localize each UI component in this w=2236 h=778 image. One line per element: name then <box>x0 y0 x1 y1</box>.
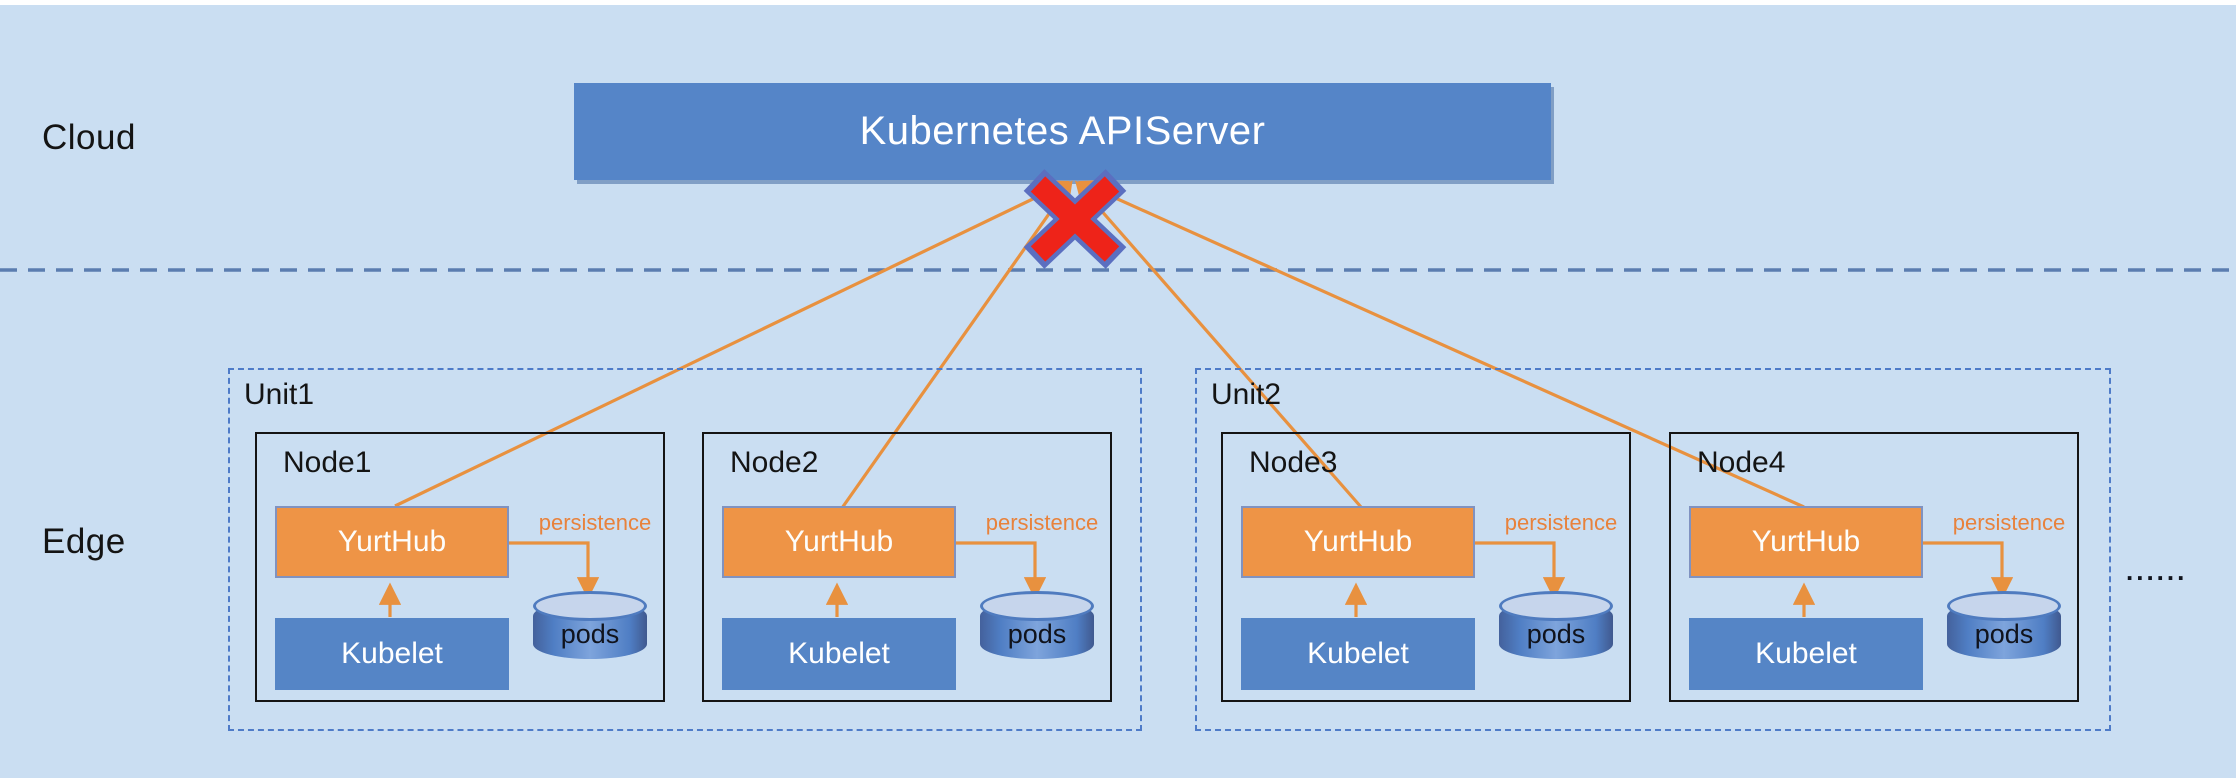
pods-label: pods <box>1007 619 1067 649</box>
yurthub-box: YurtHub <box>1241 506 1475 578</box>
pods-label: pods <box>560 619 620 649</box>
pods-cylinder: pods <box>533 591 647 661</box>
edge-region-label: Edge <box>42 522 126 561</box>
yurthub-label: YurtHub <box>1751 525 1861 558</box>
pods-cylinder: pods <box>1499 591 1613 661</box>
pods-cylinder: pods <box>1947 591 2061 661</box>
yurthub-label: YurtHub <box>784 525 894 558</box>
kubelet-box: Kubelet <box>1241 618 1475 690</box>
kubelet-box: Kubelet <box>722 618 956 690</box>
persistence-label: persistence <box>1504 510 1618 535</box>
node3-box: Node3 YurtHub persistence Kubelet pods <box>1221 432 1631 702</box>
cloud-region-label: Cloud <box>42 118 136 157</box>
unit2-label: Unit2 <box>1211 378 1282 411</box>
pods-label: pods <box>1974 619 2034 649</box>
kubelet-label: Kubelet <box>1307 637 1409 670</box>
pods-cylinder-top <box>1499 591 1613 621</box>
kubelet-label: Kubelet <box>788 637 890 670</box>
kubelet-label: Kubelet <box>341 637 443 670</box>
yurthub-box: YurtHub <box>722 506 956 578</box>
unit1-group: Unit1 <box>228 368 1142 731</box>
node2-title: Node2 <box>730 446 819 479</box>
node4-box: Node4 YurtHub persistence Kubelet pods <box>1669 432 2079 702</box>
persistence-label: persistence <box>538 510 652 535</box>
pods-cylinder: pods <box>980 591 1094 661</box>
persistence-label: persistence <box>1952 510 2066 535</box>
unit2-group: Unit2 <box>1195 368 2111 731</box>
node4-title: Node4 <box>1697 446 1786 479</box>
apiserver-box: Kubernetes APIServer <box>574 83 1551 180</box>
ellipsis-label: ...... <box>2126 556 2188 586</box>
kubelet-box: Kubelet <box>275 618 509 690</box>
apiserver-label: Kubernetes APIServer <box>859 109 1266 153</box>
kubelet-box: Kubelet <box>1689 618 1923 690</box>
persistence-label: persistence <box>985 510 1099 535</box>
yurthub-label: YurtHub <box>337 525 447 558</box>
pods-cylinder-top <box>533 591 647 621</box>
node2-box: Node2 YurtHub persistence Kubelet pods <box>702 432 1112 702</box>
kubelet-label: Kubelet <box>1755 637 1857 670</box>
pods-label: pods <box>1526 619 1586 649</box>
yurthub-label: YurtHub <box>1303 525 1413 558</box>
node1-box: Node1 YurtHub persistence Kubelet pods <box>255 432 665 702</box>
pods-cylinder-top <box>1947 591 2061 621</box>
yurthub-box: YurtHub <box>275 506 509 578</box>
node1-title: Node1 <box>283 446 372 479</box>
node3-title: Node3 <box>1249 446 1338 479</box>
unit1-label: Unit1 <box>244 378 315 411</box>
pods-cylinder-top <box>980 591 1094 621</box>
yurthub-box: YurtHub <box>1689 506 1923 578</box>
